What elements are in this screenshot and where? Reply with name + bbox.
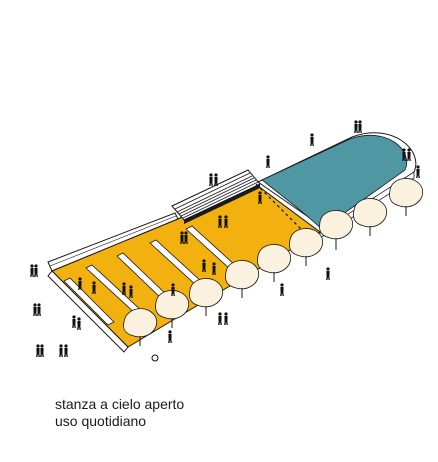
- tree-canopy-4: [225, 260, 260, 290]
- people: [30, 120, 420, 362]
- caption: stanza a cielo aperto uso quotidiano: [55, 396, 184, 430]
- caption-line-2: uso quotidiano: [55, 413, 147, 429]
- tree-trunks: [139, 206, 407, 346]
- tree-canopy-1: [123, 308, 158, 338]
- slatted-canopy: [171, 169, 261, 224]
- caption-line-1: stanza a cielo aperto: [55, 396, 185, 412]
- plaza-surface: [47, 182, 321, 353]
- tree-canopy-5: [257, 244, 292, 274]
- tree-canopy-6: [289, 228, 324, 258]
- tree-row: [123, 178, 424, 338]
- tree-canopy-3: [189, 278, 224, 308]
- tree-canopy-8: [353, 198, 388, 228]
- tree-canopy-7: [319, 210, 354, 240]
- tree-canopy-2: [155, 290, 190, 320]
- tree-canopy-9: [389, 178, 424, 208]
